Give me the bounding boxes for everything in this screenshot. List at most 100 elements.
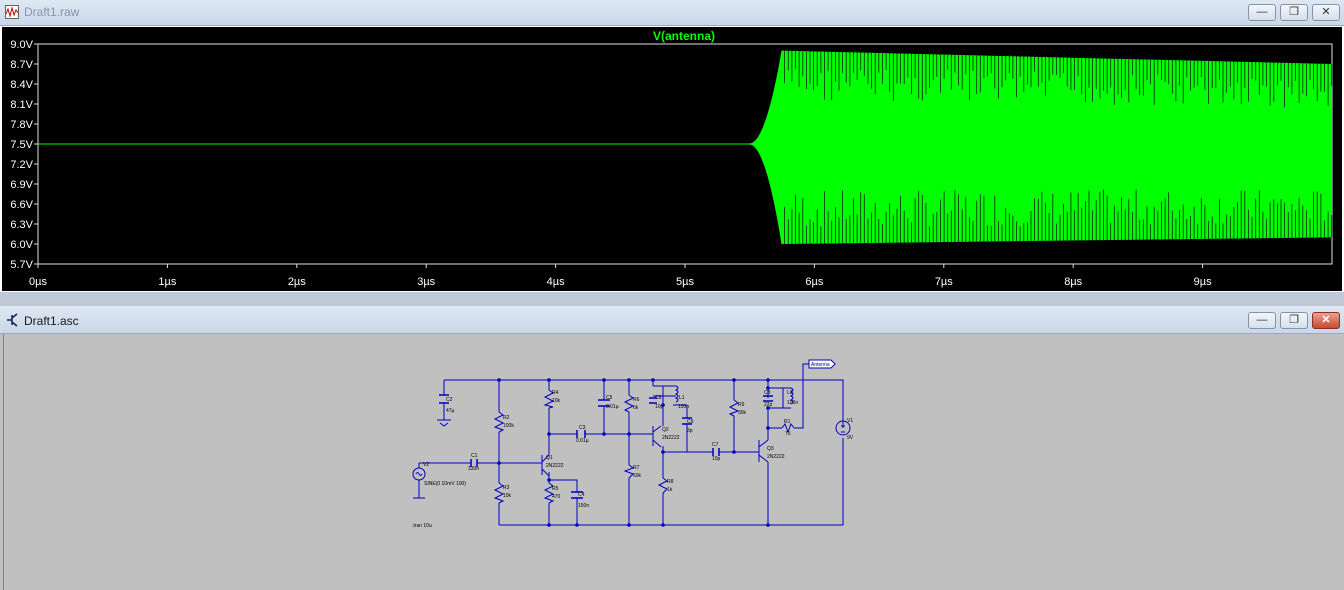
value-r9: 30k	[738, 410, 747, 416]
capacitor-symbols	[439, 394, 773, 499]
schematic-app-icon	[7, 313, 18, 327]
label-l1: L1	[679, 395, 685, 401]
minimize-icon: —	[1256, 314, 1268, 326]
label-c8: C8	[764, 390, 771, 396]
label-q3: Q3	[767, 446, 774, 452]
y-tick-label: 8.4V	[10, 79, 33, 91]
y-tick-label: 8.7V	[10, 59, 33, 71]
value-q2: 2N2222	[662, 435, 680, 441]
chart-title: V(antenna)	[653, 29, 715, 43]
component-labels: C2 47µ R2 100k R3 10k V2 SINE(0 10mV 100…	[412, 390, 854, 529]
value-r8: 1k	[667, 487, 673, 493]
wires	[413, 363, 844, 526]
close-button[interactable]: ✕	[1312, 312, 1340, 329]
trace-detail	[784, 50, 1333, 244]
label-q2: Q2	[662, 427, 669, 433]
label-c3: C3	[579, 425, 586, 431]
y-tick-label: 7.2V	[10, 159, 33, 171]
label-c1: C1	[471, 453, 478, 459]
x-tick-label: 6µs	[805, 276, 823, 288]
label-r2: R2	[503, 415, 510, 421]
value-c1: 330n	[468, 466, 479, 472]
y-tick-label: 6.0V	[10, 239, 33, 251]
net-label-text: Antenna	[811, 362, 830, 368]
close-icon: ✕	[1321, 314, 1331, 326]
x-tick-label: 3µs	[417, 276, 435, 288]
x-tick-label: 7µs	[935, 276, 953, 288]
label-v2: V2	[423, 462, 429, 468]
x-tick-label: 2µs	[288, 276, 306, 288]
label-r1: R1	[784, 419, 791, 425]
label-v1: V1	[847, 418, 853, 424]
label-c9: C9	[687, 419, 694, 425]
value-v2: SINE(0 10mV 100)	[424, 481, 466, 487]
schematic-canvas[interactable]: Antenna C2 47µ R2 100k R3 10k	[3, 334, 1344, 590]
value-c8: 22p	[764, 402, 773, 408]
schematic-titlebar[interactable]: Draft1.asc — ❐ ✕	[0, 306, 1344, 334]
antenna-net-label[interactable]: Antenna	[808, 359, 836, 369]
y-tick-label: 6.9V	[10, 179, 33, 191]
window-separator	[0, 292, 1344, 306]
x-tick-label: 8µs	[1064, 276, 1082, 288]
value-c4: 150n	[578, 503, 589, 509]
value-r1: 75	[785, 431, 791, 437]
value-c6: 10p	[655, 404, 664, 410]
resistor-symbols	[493, 389, 795, 504]
label-r7: R7	[633, 465, 640, 471]
waveform-chart[interactable]: V(antenna) 9.0V8.7V8.4V8.1V7.8V7.5V7.2V6…	[2, 27, 1342, 291]
schematic-window: Draft1.asc — ❐ ✕	[0, 306, 1344, 590]
label-r6: R6	[633, 397, 640, 403]
value-r5: 470	[552, 494, 561, 500]
label-r9: R9	[738, 402, 745, 408]
restore-button[interactable]: ❐	[1280, 312, 1308, 329]
x-tick-label: 5µs	[676, 276, 694, 288]
schematic-drawing[interactable]: Antenna C2 47µ R2 100k R3 10k	[4, 334, 1344, 590]
label-l2: L2	[787, 390, 793, 396]
value-q3: 2N2222	[767, 454, 785, 460]
close-button[interactable]: ✕	[1312, 4, 1340, 21]
x-tick-label: 4µs	[547, 276, 565, 288]
value-r3: 10k	[503, 493, 512, 499]
y-tick-label: 5.7V	[10, 259, 33, 271]
waveform-titlebar[interactable]: Draft1.raw — ❐ ✕	[0, 0, 1344, 26]
close-icon: ✕	[1321, 6, 1331, 18]
source-symbols	[412, 420, 851, 481]
trace-group	[38, 50, 1333, 245]
minimize-button[interactable]: —	[1248, 4, 1276, 21]
waveform-window-title: Draft1.raw	[24, 5, 80, 19]
restore-icon: ❐	[1289, 6, 1299, 18]
value-c9: 3p	[687, 428, 693, 434]
value-r4: 10k	[552, 398, 561, 404]
label-r3: R3	[503, 485, 510, 491]
y-axis: 9.0V8.7V8.4V8.1V7.8V7.5V7.2V6.9V6.6V6.3V…	[10, 39, 38, 271]
minimize-button[interactable]: —	[1248, 312, 1276, 329]
x-tick-label: 9µs	[1194, 276, 1212, 288]
label-c5: C5	[606, 395, 613, 401]
label-q1: Q1	[546, 455, 553, 461]
restore-button[interactable]: ❐	[1280, 4, 1308, 21]
value-q1: 2N2222	[546, 463, 564, 469]
value-r2: 100k	[503, 423, 514, 429]
y-tick-label: 6.6V	[10, 199, 33, 211]
restore-icon: ❐	[1289, 314, 1299, 326]
y-tick-label: 8.1V	[10, 99, 33, 111]
value-c3: 0.01µ	[576, 438, 589, 444]
label-r4: R4	[552, 390, 559, 396]
value-l2: 100n	[787, 400, 798, 406]
junction-dots	[497, 378, 770, 527]
y-tick-label: 6.3V	[10, 219, 33, 231]
minimize-icon: —	[1256, 6, 1268, 18]
y-tick-label: 7.8V	[10, 119, 33, 131]
label-r5: R5	[552, 486, 559, 492]
value-r6: 6k	[633, 405, 639, 411]
label-c6: C6	[655, 395, 662, 401]
y-tick-label: 7.5V	[10, 139, 33, 151]
value-v1: 9V	[847, 435, 854, 441]
value-c2: 47µ	[446, 408, 455, 414]
label-r8: R8	[667, 479, 674, 485]
x-tick-label: 1µs	[158, 276, 176, 288]
value-l1: 100n	[678, 404, 689, 410]
